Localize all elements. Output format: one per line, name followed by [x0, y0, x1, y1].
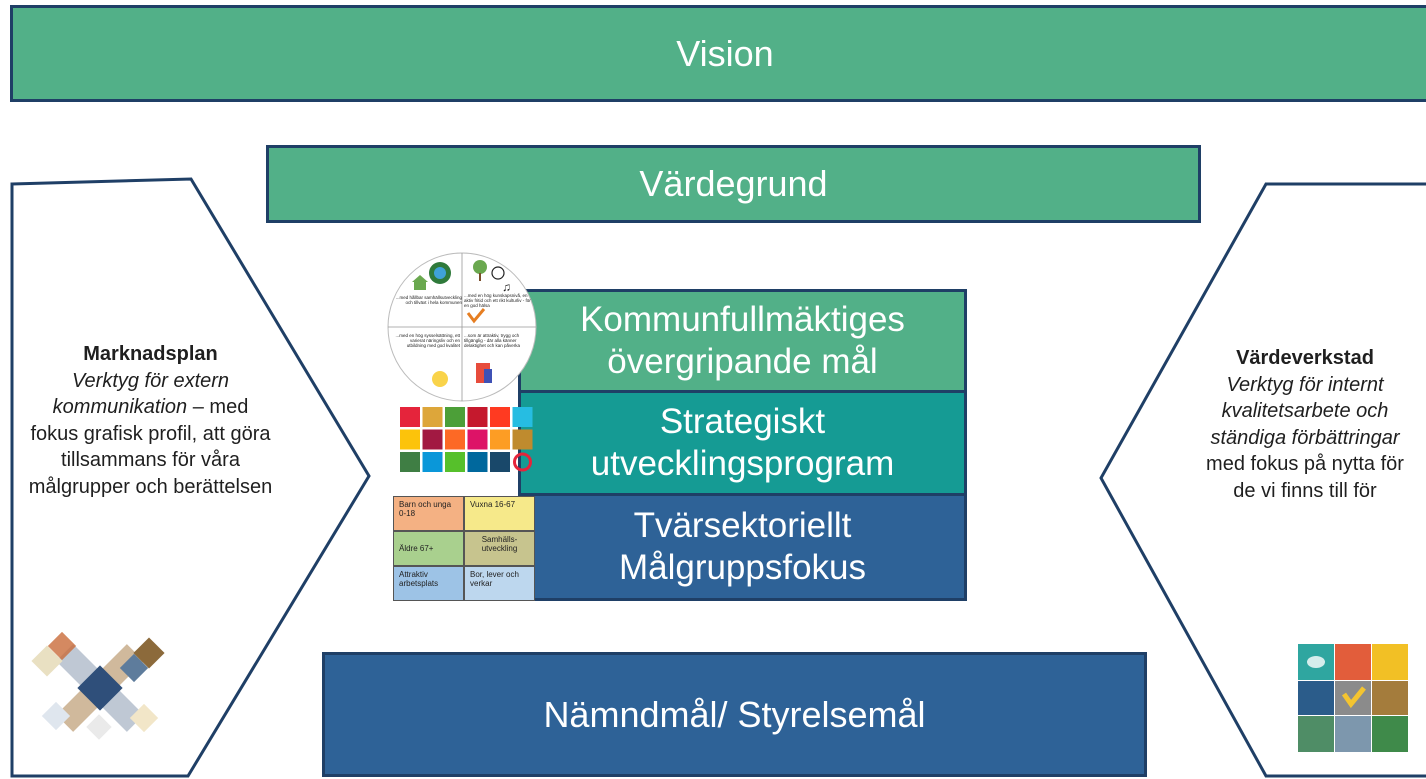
left-chevron-shape	[10, 177, 371, 778]
strat-line1: Strategiskt	[659, 402, 826, 441]
sdg-tile	[445, 429, 465, 450]
tree-icon	[473, 260, 487, 274]
sdg-tile	[445, 452, 465, 472]
circle-q1-text: ...med hållbar samhällsutveckling och ti…	[395, 295, 462, 306]
sdg-tile	[422, 407, 443, 427]
goals-circle-icon: ♫ ...med hållbar samhällsutveckling och …	[384, 251, 540, 403]
target-group-cell-2: Vuxna 16-67	[464, 496, 535, 531]
circle-q3-text: ...med en hög sysselsättning, ett varier…	[395, 333, 460, 349]
target-group-cell-3: Äldre 67+	[393, 531, 464, 566]
vardegrund-label: Värdegrund	[639, 163, 828, 204]
kf-goals-box: Kommunfullmäktiges övergripande mål	[518, 289, 967, 393]
vision-banner: Vision	[10, 5, 1426, 102]
sdg-tile	[490, 452, 510, 472]
vardeverkstad-title: Värdeverkstad	[1236, 347, 1374, 369]
target-group-cell-5: Attraktiv arbetsplats	[393, 566, 464, 601]
vardeverkstad-text: Värdeverkstad Verktyg för internt kvalit…	[1194, 345, 1416, 505]
right-chevron-shape	[1099, 182, 1426, 778]
strategic-program-box: Strategiskt utvecklingsprogram	[518, 390, 967, 496]
target-group-cell-1: Barn och unga 0-18	[393, 496, 464, 531]
kf-line1: Kommunfullmäktiges	[580, 300, 905, 339]
check-mark-icon	[466, 308, 486, 324]
marknadsplan-text: Marknadsplan Verktyg för extern kommunik…	[28, 341, 273, 501]
namndmal-label: Nämndmål/ Styrelsemål	[543, 693, 926, 735]
target-groups-table: Barn och unga 0-18 Vuxna 16-67 Äldre 67+…	[393, 496, 535, 601]
strat-line2: utvecklingsprogram	[590, 444, 895, 483]
vardegrund-banner: Värdegrund	[266, 145, 1201, 223]
sdg-tile	[490, 429, 510, 450]
ball-icon	[491, 266, 505, 280]
sdg-tile	[512, 429, 533, 450]
sdg-tile	[467, 429, 488, 450]
marknadsplan-title: Marknadsplan	[83, 343, 218, 365]
marknadsplan-italic: Verktyg för extern kommunikation	[52, 369, 230, 419]
sdg-wheel-icon	[513, 452, 532, 472]
sdg-grid-icon	[400, 407, 534, 475]
bulb-icon	[432, 371, 448, 387]
kf-line2: övergripande mål	[607, 342, 878, 381]
target-group-cell-6: Bor, lever och verkar	[464, 566, 535, 601]
sdg-tile	[400, 429, 420, 450]
tvar-line2: Målgruppsfokus	[618, 548, 867, 587]
vision-label: Vision	[676, 32, 774, 74]
vardeverkstad-italic: Verktyg för internt kvalitetsarbete och …	[1210, 373, 1400, 449]
cross-sector-box: Tvärsektoriellt Målgruppsfokus	[518, 493, 967, 601]
sdg-tile	[512, 407, 533, 427]
sdg-tile	[400, 407, 420, 427]
colorful-x-logo-icon	[30, 631, 170, 744]
sdg-tile	[490, 407, 510, 427]
house-icon	[414, 281, 426, 290]
circle-q4-text: ...som är attraktiv, trygg och tillgängl…	[464, 333, 521, 349]
namndmal-banner: Nämndmål/ Styrelsemål	[322, 652, 1147, 777]
vardeverkstad-rest: med fokus på nytta för de vi finns till …	[1206, 453, 1404, 502]
tvar-line1: Tvärsektoriellt	[633, 506, 852, 545]
sdg-tile	[422, 452, 443, 472]
vardeverkstad-cover-icon	[1298, 644, 1408, 752]
sdg-tile	[400, 452, 420, 472]
sdg-tile	[467, 452, 488, 472]
marknadsplan-rest: – med fokus grafisk profil, att göra til…	[28, 396, 273, 498]
circle-q2-text: ...med en hög kunskapsnivå, en aktiv fri…	[464, 293, 531, 309]
sdg-tile	[467, 407, 488, 427]
sdg-tile	[445, 407, 465, 427]
sdg-tile	[422, 429, 443, 450]
music-icon: ♫	[502, 280, 511, 294]
target-group-cell-4: Samhälls-utveckling	[464, 531, 535, 566]
